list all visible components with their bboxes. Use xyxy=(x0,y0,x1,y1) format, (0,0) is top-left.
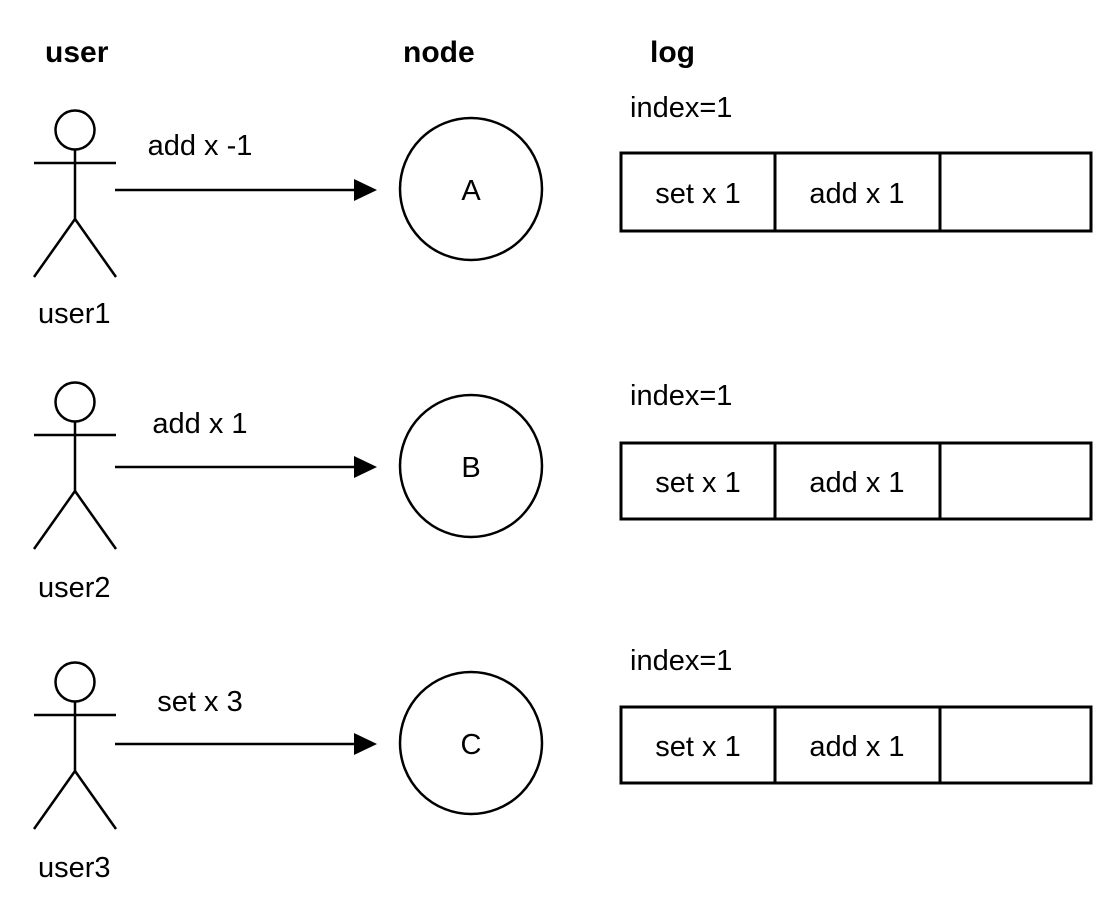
log-index-label: index=1 xyxy=(630,645,732,677)
right-arrow-icon xyxy=(115,179,377,201)
log-cell-text: add x 1 xyxy=(809,178,904,210)
message-label: add x 1 xyxy=(152,408,247,440)
node-circle xyxy=(398,670,544,816)
actor-leg-right xyxy=(73,218,118,278)
actor-leg-left xyxy=(32,218,77,278)
log-box: set x 1 add x 1 xyxy=(619,705,1093,785)
right-arrow-icon xyxy=(115,456,377,478)
log-cell-text: add x 1 xyxy=(809,467,904,499)
actor-head xyxy=(54,109,96,151)
actor-leg-left xyxy=(32,490,77,550)
log-cell-text: set x 1 xyxy=(655,178,740,210)
diagram-row-2: user2 add x 1 B index=1 set x 1 add x 1 xyxy=(32,380,1093,604)
stick-figure-icon xyxy=(32,661,118,830)
log-box: set x 1 add x 1 xyxy=(619,441,1093,521)
log-cell-text: set x 1 xyxy=(655,731,740,763)
message-label: add x -1 xyxy=(148,130,253,162)
log-cell-text: set x 1 xyxy=(655,467,740,499)
log-cell-text: add x 1 xyxy=(809,731,904,763)
column-header-log: log xyxy=(650,36,695,69)
arrow-head xyxy=(354,733,377,755)
actor-label: user1 xyxy=(38,298,111,330)
actor-label: user2 xyxy=(38,572,111,604)
actor-head xyxy=(54,381,96,423)
node-label: A xyxy=(461,175,481,207)
log-index-label: index=1 xyxy=(630,380,732,412)
node-label: C xyxy=(461,729,482,761)
node-label: B xyxy=(461,452,480,484)
column-header-user: user xyxy=(45,36,109,69)
right-arrow-icon xyxy=(115,733,377,755)
arrow-head xyxy=(354,456,377,478)
actor-head xyxy=(54,661,96,703)
actor-label: user3 xyxy=(38,852,111,884)
log-outline xyxy=(619,705,1093,785)
message-label: set x 3 xyxy=(157,686,242,718)
diagram-row-1: user1 add x -1 A index=1 set x 1 add x 1 xyxy=(32,92,1093,330)
log-outline xyxy=(619,441,1093,521)
log-index-label: index=1 xyxy=(630,92,732,124)
stick-figure-icon xyxy=(32,381,118,550)
column-header-node: node xyxy=(403,36,475,69)
node-circle xyxy=(398,393,544,539)
actor-leg-right xyxy=(73,770,118,830)
log-outline xyxy=(619,151,1093,233)
node-circle xyxy=(398,116,544,262)
actor-leg-left xyxy=(32,770,77,830)
diagram-row-3: user3 set x 3 C index=1 set x 1 add x 1 xyxy=(32,645,1093,884)
log-box: set x 1 add x 1 xyxy=(619,151,1093,233)
actor-leg-right xyxy=(73,490,118,550)
arrow-head xyxy=(354,179,377,201)
stick-figure-icon xyxy=(32,109,118,278)
